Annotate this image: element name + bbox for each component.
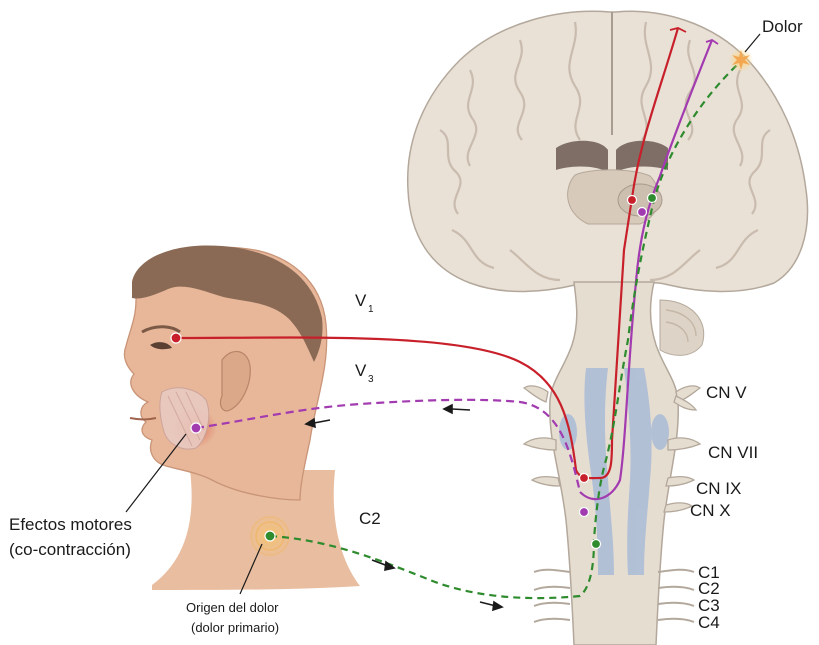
cervical-nerve-label: C4 bbox=[698, 613, 720, 632]
pain-origin-label-2: (dolor primario) bbox=[191, 620, 279, 635]
v3-subscript: 3 bbox=[368, 374, 374, 385]
brainstem bbox=[550, 282, 678, 645]
cerebellum bbox=[660, 300, 704, 355]
pain-site-label: Dolor bbox=[762, 17, 803, 36]
cranial-nerve-label: CN IX bbox=[696, 479, 741, 498]
motor-effects-label-2: (co-contracción) bbox=[9, 540, 131, 559]
cranial-nerve-label: CN X bbox=[690, 501, 731, 520]
cortical-pain-star bbox=[729, 48, 753, 72]
c2-nerve-label: C2 bbox=[359, 509, 381, 528]
v1-label: V bbox=[355, 291, 367, 310]
v1-subscript: 1 bbox=[368, 304, 374, 315]
cranial-nerve-label: CN V bbox=[706, 383, 747, 402]
human-head-profile bbox=[124, 245, 360, 590]
v3-label: V bbox=[355, 361, 367, 380]
pain-origin-label-1: Origen del dolor bbox=[186, 600, 279, 615]
motor-effects-label-1: Efectos motores bbox=[9, 515, 132, 534]
cranial-nerve-label: CN VII bbox=[708, 443, 758, 462]
